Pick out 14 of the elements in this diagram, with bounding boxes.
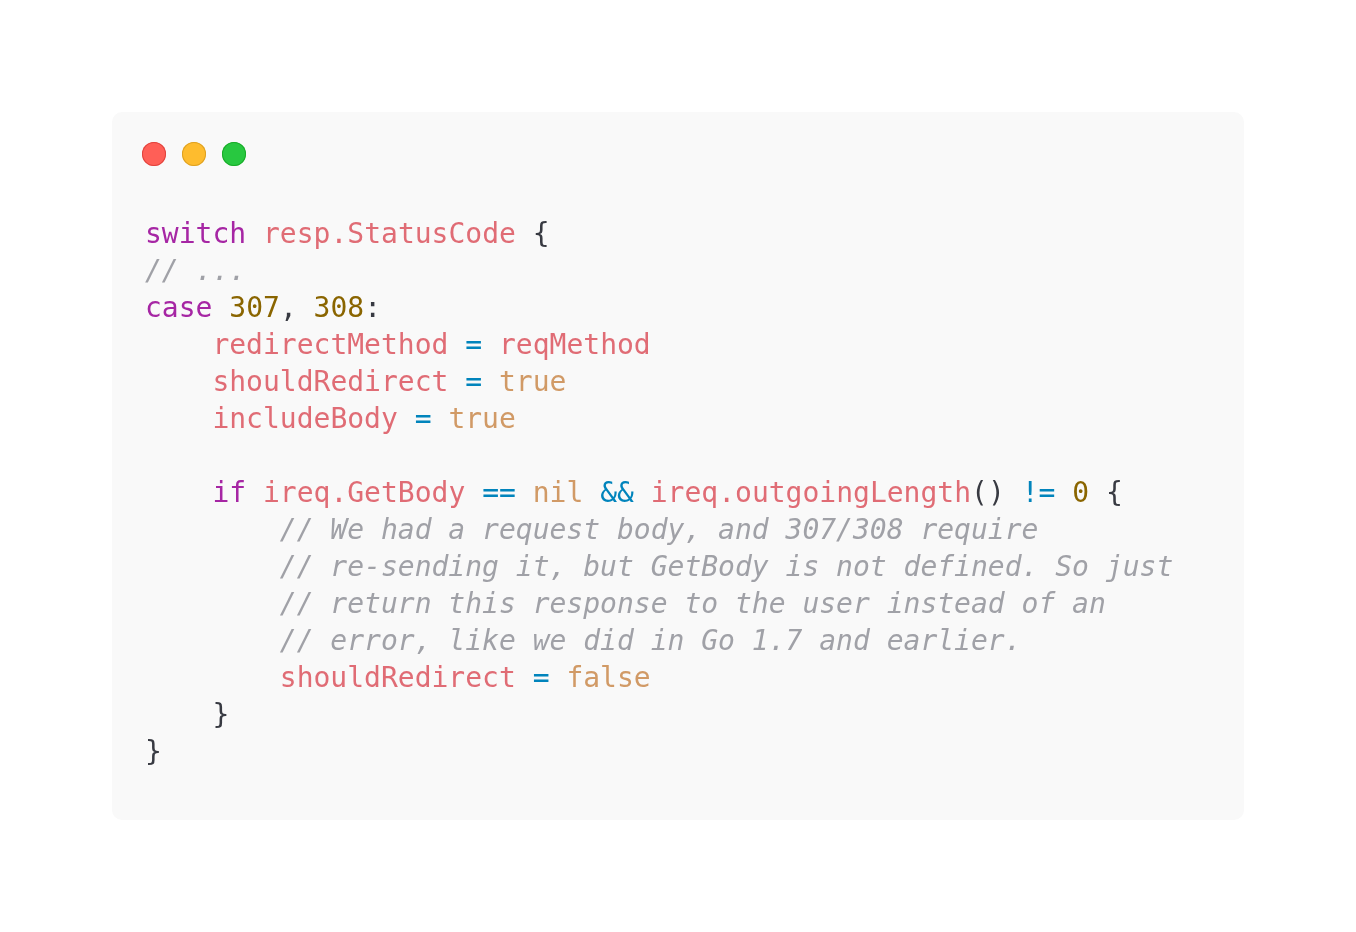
code-line: switch resp.StatusCode { — [145, 216, 550, 252]
code-line: includeBody = true — [212, 401, 516, 437]
code-comment: // We had a request body, and 307/308 require — [279, 512, 1039, 548]
code-line: shouldRedirect = false — [279, 660, 651, 696]
code-line: case 307, 308: — [145, 290, 382, 326]
code-comment: // return this response to the user instead of an — [279, 586, 1106, 622]
code-line: if ireq.GetBody == nil && ireq.outgoingLength() != 0 { — [212, 475, 1123, 511]
code-line: } — [212, 697, 230, 733]
code-line: redirectMethod = reqMethod — [212, 327, 651, 363]
code-comment: // ... — [145, 253, 247, 289]
code-line: shouldRedirect = true — [212, 364, 567, 400]
code-line: } — [145, 734, 162, 770]
code-comment: // re-sending it, but GetBody is not defined. So just — [279, 549, 1174, 585]
code-comment: // error, like we did in Go 1.7 and earlier. — [279, 623, 1022, 659]
